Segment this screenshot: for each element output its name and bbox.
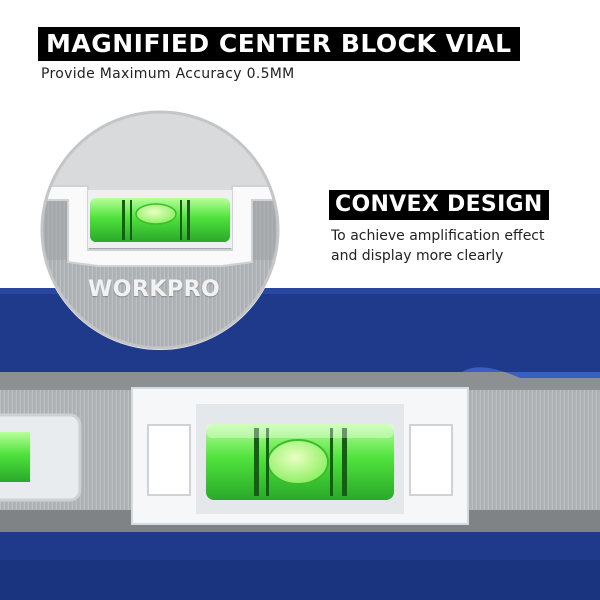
feature-line-1: To achieve amplification effect	[331, 228, 545, 244]
magnified-circle	[40, 110, 280, 350]
main-title: MAGNIFIED CENTER BLOCK VIAL	[38, 27, 520, 61]
main-subtitle: Provide Maximum Accuracy 0.5MM	[41, 66, 295, 82]
brand-logo: WORKPRO	[88, 277, 221, 302]
feature-line-2: and display more clearly	[331, 248, 504, 264]
feature-description: To achieve amplification effect and disp…	[331, 226, 591, 266]
feature-title: CONVEX DESIGN	[329, 190, 549, 220]
